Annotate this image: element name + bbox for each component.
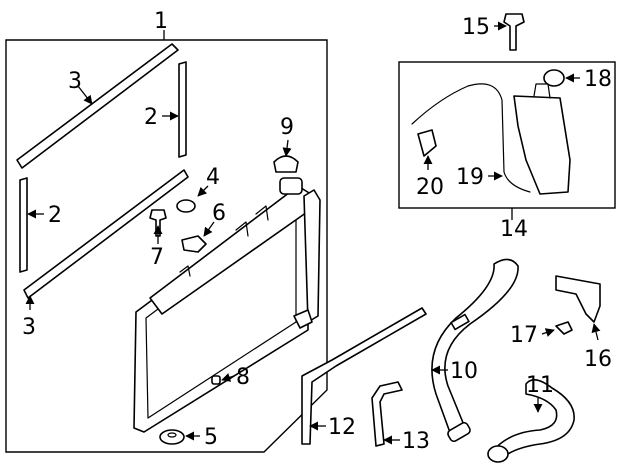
radiator-bracket [179, 205, 269, 277]
leader-16 [591, 323, 601, 341]
bracket-bolt [555, 321, 573, 335]
callout-3-upper: 3 [68, 69, 82, 94]
lower-seal-strip [23, 169, 189, 299]
coolant-reservoir [513, 95, 571, 195]
reservoir-bracket [555, 275, 601, 323]
reservoir-cap [543, 69, 565, 87]
leader-6 [203, 221, 215, 237]
tube-clip [417, 129, 437, 157]
lower-radiator-hose [431, 258, 519, 439]
callout-13: 13 [402, 429, 430, 454]
hose-clamp-lower [447, 421, 471, 443]
radiator-outlet [293, 309, 313, 329]
radiator-cap [273, 155, 299, 173]
leader-8 [221, 373, 235, 382]
callout-15: 15 [462, 15, 490, 40]
left-side-seal [19, 177, 28, 273]
callout-1: 1 [154, 9, 168, 34]
callout-17: 17 [510, 323, 538, 348]
reservoir-neck [533, 83, 551, 99]
callout-19: 19 [456, 165, 484, 190]
callout-5: 5 [204, 425, 218, 450]
callout-8: 8 [236, 365, 250, 390]
callout-12: 12 [328, 415, 356, 440]
reservoir-bolt [503, 13, 525, 51]
overflow-tube [411, 83, 531, 193]
mounting-bolt [149, 209, 167, 237]
cushion-upper [176, 199, 196, 213]
hose-clamp-upper [450, 313, 470, 331]
small-hose [371, 381, 403, 447]
bypass-hose-end [487, 445, 509, 463]
drain-plug [211, 375, 221, 385]
callout-20: 20 [416, 175, 444, 200]
callout-9: 9 [280, 115, 294, 140]
callout-10: 10 [450, 359, 478, 384]
callout-14: 14 [500, 217, 528, 242]
upper-seal-strip [16, 43, 179, 169]
coolant-pipe [301, 307, 427, 445]
leader-9 [282, 139, 292, 157]
leader-3a [77, 85, 93, 105]
radiator-side-tank [303, 189, 321, 323]
right-side-seal [178, 61, 187, 158]
callout-2-right: 2 [144, 105, 158, 130]
radiator-assembly-frame [5, 39, 328, 453]
callout-6: 6 [212, 201, 226, 226]
callout-7: 7 [150, 245, 164, 270]
callout-18: 18 [584, 67, 612, 92]
callout-11: 11 [526, 373, 554, 398]
mounting-bracket [181, 235, 207, 253]
leader-17 [541, 328, 555, 337]
leader-4 [197, 185, 209, 197]
bypass-hose [491, 379, 575, 461]
callout-16: 16 [584, 347, 612, 372]
callout-3-lower: 3 [22, 315, 36, 340]
cushion-lower-hole [167, 432, 177, 438]
callout-2-left: 2 [48, 203, 62, 228]
radiator-inlet-neck [279, 177, 303, 195]
callout-4: 4 [206, 165, 220, 190]
reservoir-assembly-frame [398, 61, 616, 209]
